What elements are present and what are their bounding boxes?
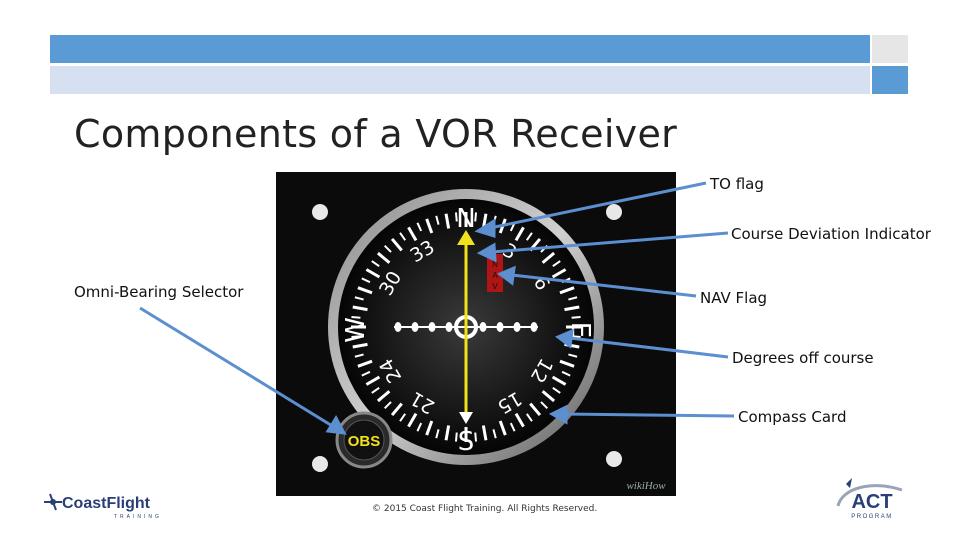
compass-tick (509, 422, 516, 432)
compass-tick (551, 375, 567, 386)
deviation-dot (445, 322, 453, 332)
compass-tick (541, 390, 556, 403)
compass-tick (383, 401, 392, 410)
compass-tick (525, 413, 533, 422)
deviation-dot (513, 322, 521, 332)
compass-tick (407, 226, 418, 242)
compass-tick (474, 432, 478, 442)
deviation-dot (428, 322, 436, 332)
coastflight-logo: CoastFlight TRAINING (44, 493, 162, 520)
deviation-dot (394, 322, 402, 332)
label-degrees-off-course: Degrees off course (732, 349, 874, 367)
compass-tick (390, 402, 403, 417)
compass-tick (376, 390, 391, 403)
compass-tick (399, 413, 407, 422)
compass-tick (454, 432, 458, 442)
compass-tick (407, 412, 418, 428)
compass-tick (454, 212, 458, 222)
screw-top-right (606, 204, 622, 220)
compass-tick (357, 359, 373, 368)
compass-tick (498, 420, 507, 436)
deviation-dot (496, 322, 504, 332)
compass-tick (514, 412, 525, 428)
header-bar-top (50, 35, 870, 63)
compass-tick (571, 315, 581, 319)
compass-tick (416, 422, 423, 432)
compass-tick (559, 359, 575, 368)
deviation-dots (394, 322, 538, 332)
compass-tick (540, 401, 549, 410)
coastflight-logo-text: CoastFlight (62, 495, 151, 512)
compass-tick (371, 260, 380, 268)
compass-tick (561, 370, 571, 377)
deviation-dot (411, 322, 419, 332)
copyright-footer: © 2015 Coast Flight Training. All Rights… (372, 504, 598, 514)
screw-top-left (312, 204, 328, 220)
compass-north: N (456, 204, 475, 234)
obs-knob-label: OBS (348, 433, 381, 450)
compass-tick (552, 386, 561, 394)
compass-tick (416, 222, 423, 232)
compass-tick (444, 213, 451, 229)
compass-east: E (565, 322, 595, 338)
compass-tick (361, 370, 371, 377)
act-logo-sub: PROGRAM (851, 514, 893, 520)
compass-tick (351, 335, 361, 339)
compass-tick (552, 260, 561, 268)
compass-tick (351, 315, 361, 319)
to-flag-triangle (457, 230, 475, 245)
nav-flag-letter-n: N (492, 260, 498, 269)
compass-west: W (341, 317, 371, 343)
compass-tick (444, 425, 451, 441)
compass-tick (435, 429, 440, 439)
compass-tick (365, 268, 381, 279)
compass-south: S (458, 427, 475, 457)
compass-tick (383, 244, 392, 253)
compass-tick (425, 420, 434, 436)
act-program-logo: ACT PROGRAM (836, 478, 903, 520)
header-bar-bottom (50, 66, 870, 94)
compass-tick (541, 251, 556, 264)
act-logo-text: ACT (851, 491, 892, 513)
nav-flag-letter-a: A (492, 271, 498, 280)
compass-tick (492, 429, 497, 439)
label-omni-bearing-selector: Omni-Bearing Selector (74, 283, 244, 301)
compass-tick (352, 305, 368, 312)
compass-tick (390, 237, 403, 252)
compass-tick (365, 375, 381, 386)
watermark: wikiHow (626, 480, 666, 492)
screw-bottom-left (312, 456, 328, 472)
course-index-bottom (459, 412, 473, 424)
label-to-flag: TO flag (710, 175, 764, 193)
compass-tick (481, 425, 488, 441)
label-compass-card: Compass Card (738, 408, 847, 426)
compass-tick (568, 296, 578, 301)
coastflight-logo-sub: TRAINING (114, 514, 162, 520)
compass-tick (529, 402, 542, 417)
compass-tick (361, 277, 371, 284)
compass-tick (399, 232, 407, 241)
compass-tick (354, 353, 364, 358)
compass-tick (354, 296, 364, 301)
compass-tick (357, 286, 373, 295)
header-bar-top-side (872, 35, 908, 63)
compass-tick (435, 215, 440, 225)
compass-tick (352, 342, 368, 349)
label-nav-flag: NAV Flag (700, 289, 768, 307)
compass-tick (564, 305, 580, 312)
compass-tick (425, 218, 434, 234)
deviation-dot (530, 322, 538, 332)
slide-title: Components of a VOR Receiver (74, 112, 678, 156)
screw-bottom-right (606, 451, 622, 467)
deviation-dot (479, 322, 487, 332)
compass-tick (376, 251, 391, 264)
nav-flag-letter-v: V (492, 282, 498, 291)
compass-tick (371, 386, 380, 394)
header-bar-bottom-side (872, 66, 908, 94)
label-course-deviation-indicator: Course Deviation Indicator (731, 225, 931, 243)
